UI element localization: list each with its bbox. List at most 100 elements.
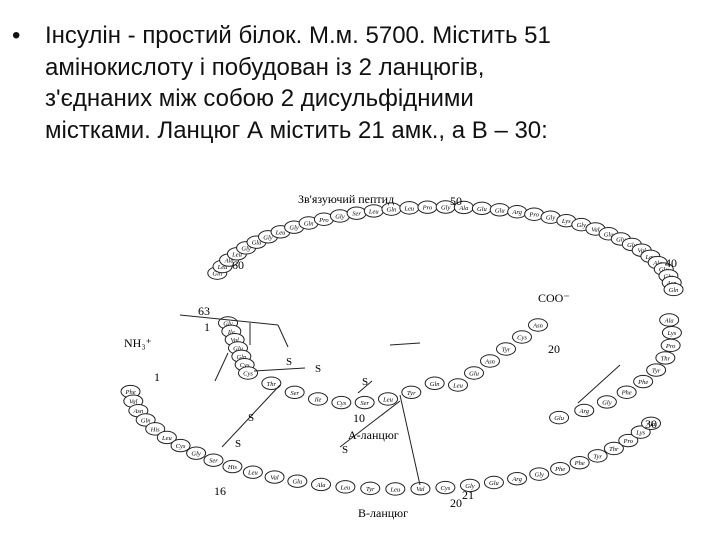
residue-label: Ala [652, 260, 662, 267]
residue-bead: Leu [242, 465, 263, 479]
residue-label: Phe [621, 390, 632, 397]
residue-bead: Tyr [587, 449, 608, 463]
residue-circle [616, 385, 637, 399]
residue-circle [549, 410, 570, 425]
residue-label: Lys [667, 330, 677, 337]
residue-bead: Leu [385, 482, 406, 496]
position-1-b: 1 [154, 370, 160, 384]
residue-label: Gln [141, 417, 151, 424]
residue-bead: Arg [574, 403, 595, 418]
residue-bead: Cys [435, 480, 456, 495]
residue-bead: Asn [528, 318, 548, 332]
text-line-4: містками. Ланцюг А містить 21 амк., а В … [45, 116, 548, 144]
residue-bead: Lys [630, 425, 651, 439]
residue-label: Leu [275, 229, 287, 236]
residue-label: Arg [578, 408, 589, 415]
residue-circle [424, 376, 445, 390]
residue-label: Leu [231, 251, 243, 258]
residue-label: Arg [511, 476, 522, 483]
residue-bead: Cys [238, 366, 258, 380]
ss-bond-line [221, 384, 281, 448]
residue-label: Leu [368, 208, 380, 215]
residue-circle [385, 482, 406, 496]
residue-label: Gly [546, 215, 556, 222]
residue-label: Phe [554, 466, 565, 473]
residue-circle [655, 351, 676, 365]
sulfur-label: S [362, 376, 368, 388]
residue-label: Gly [335, 213, 345, 220]
residue-bead: Thr [261, 376, 282, 390]
ss-bond-line [339, 400, 401, 448]
arrow-line [399, 394, 421, 486]
residue-circle [435, 480, 456, 495]
residue-bead: Arg [507, 205, 528, 219]
residue-circle [618, 433, 639, 448]
residue-circle [529, 467, 550, 481]
residue-bead: Gly [459, 478, 480, 493]
residue-circle [464, 366, 484, 380]
residue-bead: Pro [417, 200, 438, 214]
residue-label: Leu [340, 484, 352, 491]
residue-label: Ile [314, 396, 322, 403]
residue-label: Cys [517, 335, 527, 342]
residue-circle [354, 395, 375, 410]
residue-label: Cys [243, 371, 253, 378]
residue-bead: Cys [512, 330, 532, 344]
residue-label: Tyr [407, 390, 416, 397]
residue-label: Cys [441, 485, 451, 492]
residue-bead: Ser [203, 453, 224, 467]
residue-bead: Thr [603, 441, 624, 456]
residue-label: Leu [403, 205, 415, 212]
residue-bead: Glu [287, 474, 308, 488]
residue-label: Leu [389, 486, 401, 493]
residue-label: Val [270, 475, 279, 482]
residue-label: Tyr [652, 368, 661, 375]
residue-bead: Glu [549, 410, 570, 425]
residue-circle [308, 392, 328, 406]
residue-bead: Phe [633, 374, 654, 389]
residue-circle [480, 354, 500, 368]
residue-label: Ala [316, 482, 326, 489]
residue-label: Tyr [366, 486, 375, 493]
residue-circle [587, 449, 608, 463]
residue-bead: Glu [464, 366, 484, 380]
residue-circle [335, 480, 356, 494]
residue-bead: Ser [346, 206, 367, 220]
residue-label: Pro [318, 217, 329, 224]
residue-bead: Gly [529, 467, 550, 481]
residue-circle [156, 430, 177, 445]
residue-circle [641, 416, 662, 430]
arrow-line [577, 364, 621, 404]
label-b-chain: В-ланцюг [358, 506, 408, 520]
text-line-3: з'єднаних між собою 2 дисульфідними [45, 85, 474, 112]
residue-circle [512, 330, 532, 344]
ss-bond-line [389, 342, 421, 346]
residue-label: Asn [532, 323, 543, 330]
residue-bead: Arg [507, 472, 528, 486]
text-line-1: Інсулін - простий білок. М.м. 5700. Міст… [45, 22, 551, 49]
residue-label: His [227, 464, 238, 471]
nh3-label: NH₃⁺ [124, 336, 152, 350]
residue-bead: Gly [540, 210, 561, 224]
residue-label: Val [129, 399, 138, 406]
residue-label: Ala [664, 317, 674, 324]
residue-label: Gln [236, 354, 246, 361]
residue-bead: Glu [489, 203, 510, 217]
residue-circle [410, 482, 431, 496]
residue-bead: Tyr [646, 363, 667, 377]
residue-label: Gly [602, 399, 612, 406]
residue-label: Cys [336, 400, 346, 407]
residue-label: Glu [604, 231, 615, 238]
residue-label: Gly [241, 245, 251, 252]
residue-bead: His [145, 422, 166, 436]
residue-circle [596, 395, 617, 409]
residue-label: Thr [661, 355, 671, 362]
residue-circle [287, 474, 308, 488]
residue-bead: Phe [550, 462, 571, 476]
residue-label: Val [416, 486, 425, 493]
residue-bead: Ile [308, 392, 328, 406]
residue-label: Cys [176, 443, 186, 450]
sulfur-label: S [235, 438, 241, 450]
